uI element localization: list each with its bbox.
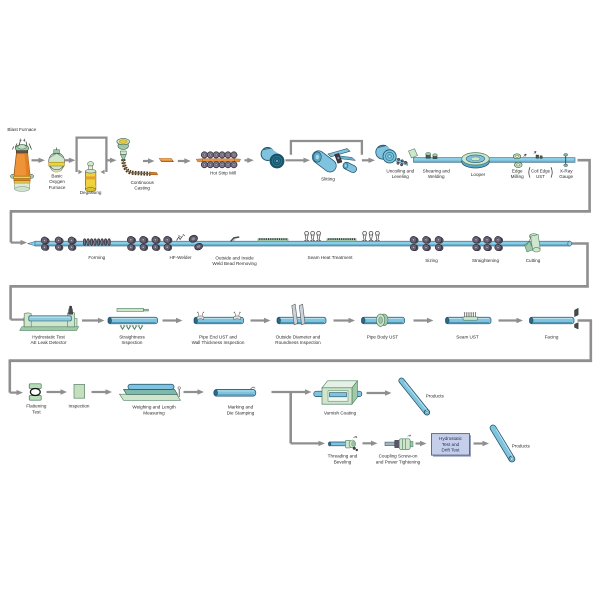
svg-text:Sizing: Sizing: [425, 258, 438, 263]
svg-text:Uncoiling and: Uncoiling and: [386, 169, 414, 174]
svg-text:Products: Products: [512, 444, 531, 449]
svg-text:Straightness: Straightness: [119, 334, 145, 339]
svg-text:HF-Welder: HF-Welder: [169, 255, 192, 260]
svg-text:Weighing and Length: Weighing and Length: [132, 405, 176, 410]
svg-text:Test and: Test and: [442, 442, 460, 447]
svg-text:Die Stamping: Die Stamping: [227, 410, 255, 415]
svg-text:Beveling: Beveling: [334, 459, 352, 464]
svg-text:Looper: Looper: [471, 172, 486, 177]
svg-text:Casting: Casting: [134, 186, 150, 191]
svg-text:Coupling Screw-on: Coupling Screw-on: [379, 454, 418, 459]
svg-text:Furnace: Furnace: [49, 185, 66, 190]
svg-text:Pipe Body UST: Pipe Body UST: [367, 334, 399, 339]
svg-text:Straightening: Straightening: [472, 258, 500, 263]
svg-text:Pipe End UST and: Pipe End UST and: [199, 334, 237, 339]
svg-text:Edge: Edge: [512, 169, 523, 174]
svg-text:Basic: Basic: [51, 174, 63, 179]
svg-text:Forming: Forming: [88, 255, 105, 260]
svg-text:Test: Test: [32, 409, 41, 414]
svg-text:Hydrostatic Test: Hydrostatic Test: [32, 334, 65, 339]
svg-text:Seam Heat Treatment: Seam Heat Treatment: [308, 255, 354, 260]
svg-text:Hydrostatic: Hydrostatic: [439, 436, 463, 441]
svg-text:Varnish Coating: Varnish Coating: [324, 410, 357, 415]
svg-text:Welding: Welding: [428, 174, 445, 179]
svg-text:Outside Diameter and: Outside Diameter and: [276, 334, 321, 339]
svg-text:Oxygen: Oxygen: [49, 179, 65, 184]
svg-text:Inspection: Inspection: [69, 404, 90, 409]
svg-text:Weld Bead Removing: Weld Bead Removing: [212, 261, 257, 266]
svg-text:Measuring: Measuring: [143, 410, 165, 415]
svg-text:Seam UST: Seam UST: [456, 334, 479, 339]
svg-text:Wall Thickness Inspection: Wall Thickness Inspection: [192, 340, 245, 345]
svg-text:X-Ray: X-Ray: [560, 169, 573, 174]
svg-text:Slitting: Slitting: [321, 177, 335, 182]
svg-text:Milling: Milling: [511, 174, 524, 179]
svg-text:Threading and: Threading and: [328, 454, 358, 459]
svg-text:Continuous: Continuous: [131, 180, 155, 185]
svg-text:Outside and Inside: Outside and Inside: [215, 255, 254, 260]
svg-text:Leveling: Leveling: [392, 174, 410, 179]
svg-text:Products: Products: [426, 394, 445, 399]
svg-text:Gauge: Gauge: [559, 174, 573, 179]
svg-text:Roundness Inspection: Roundness Inspection: [275, 340, 321, 345]
svg-text:UST: UST: [536, 174, 545, 179]
svg-text:Flattening: Flattening: [26, 404, 47, 409]
svg-text:AE Leak Detector: AE Leak Detector: [30, 340, 66, 345]
svg-text:Shearing and: Shearing and: [423, 169, 451, 174]
svg-text:Degassing: Degassing: [80, 190, 102, 195]
svg-text:Marking and: Marking and: [228, 405, 254, 410]
svg-text:Drift Test: Drift Test: [441, 447, 460, 452]
svg-text:Inspection: Inspection: [122, 340, 143, 345]
svg-text:Coil Edge: Coil Edge: [531, 169, 551, 174]
svg-text:Cutting: Cutting: [526, 258, 541, 263]
svg-text:Hot Strip Mill: Hot Strip Mill: [210, 170, 236, 175]
svg-text:Facing: Facing: [545, 334, 559, 339]
svg-text:and Power Tightening: and Power Tightening: [376, 460, 421, 465]
svg-text:Blast Furnace: Blast Furnace: [7, 127, 36, 132]
